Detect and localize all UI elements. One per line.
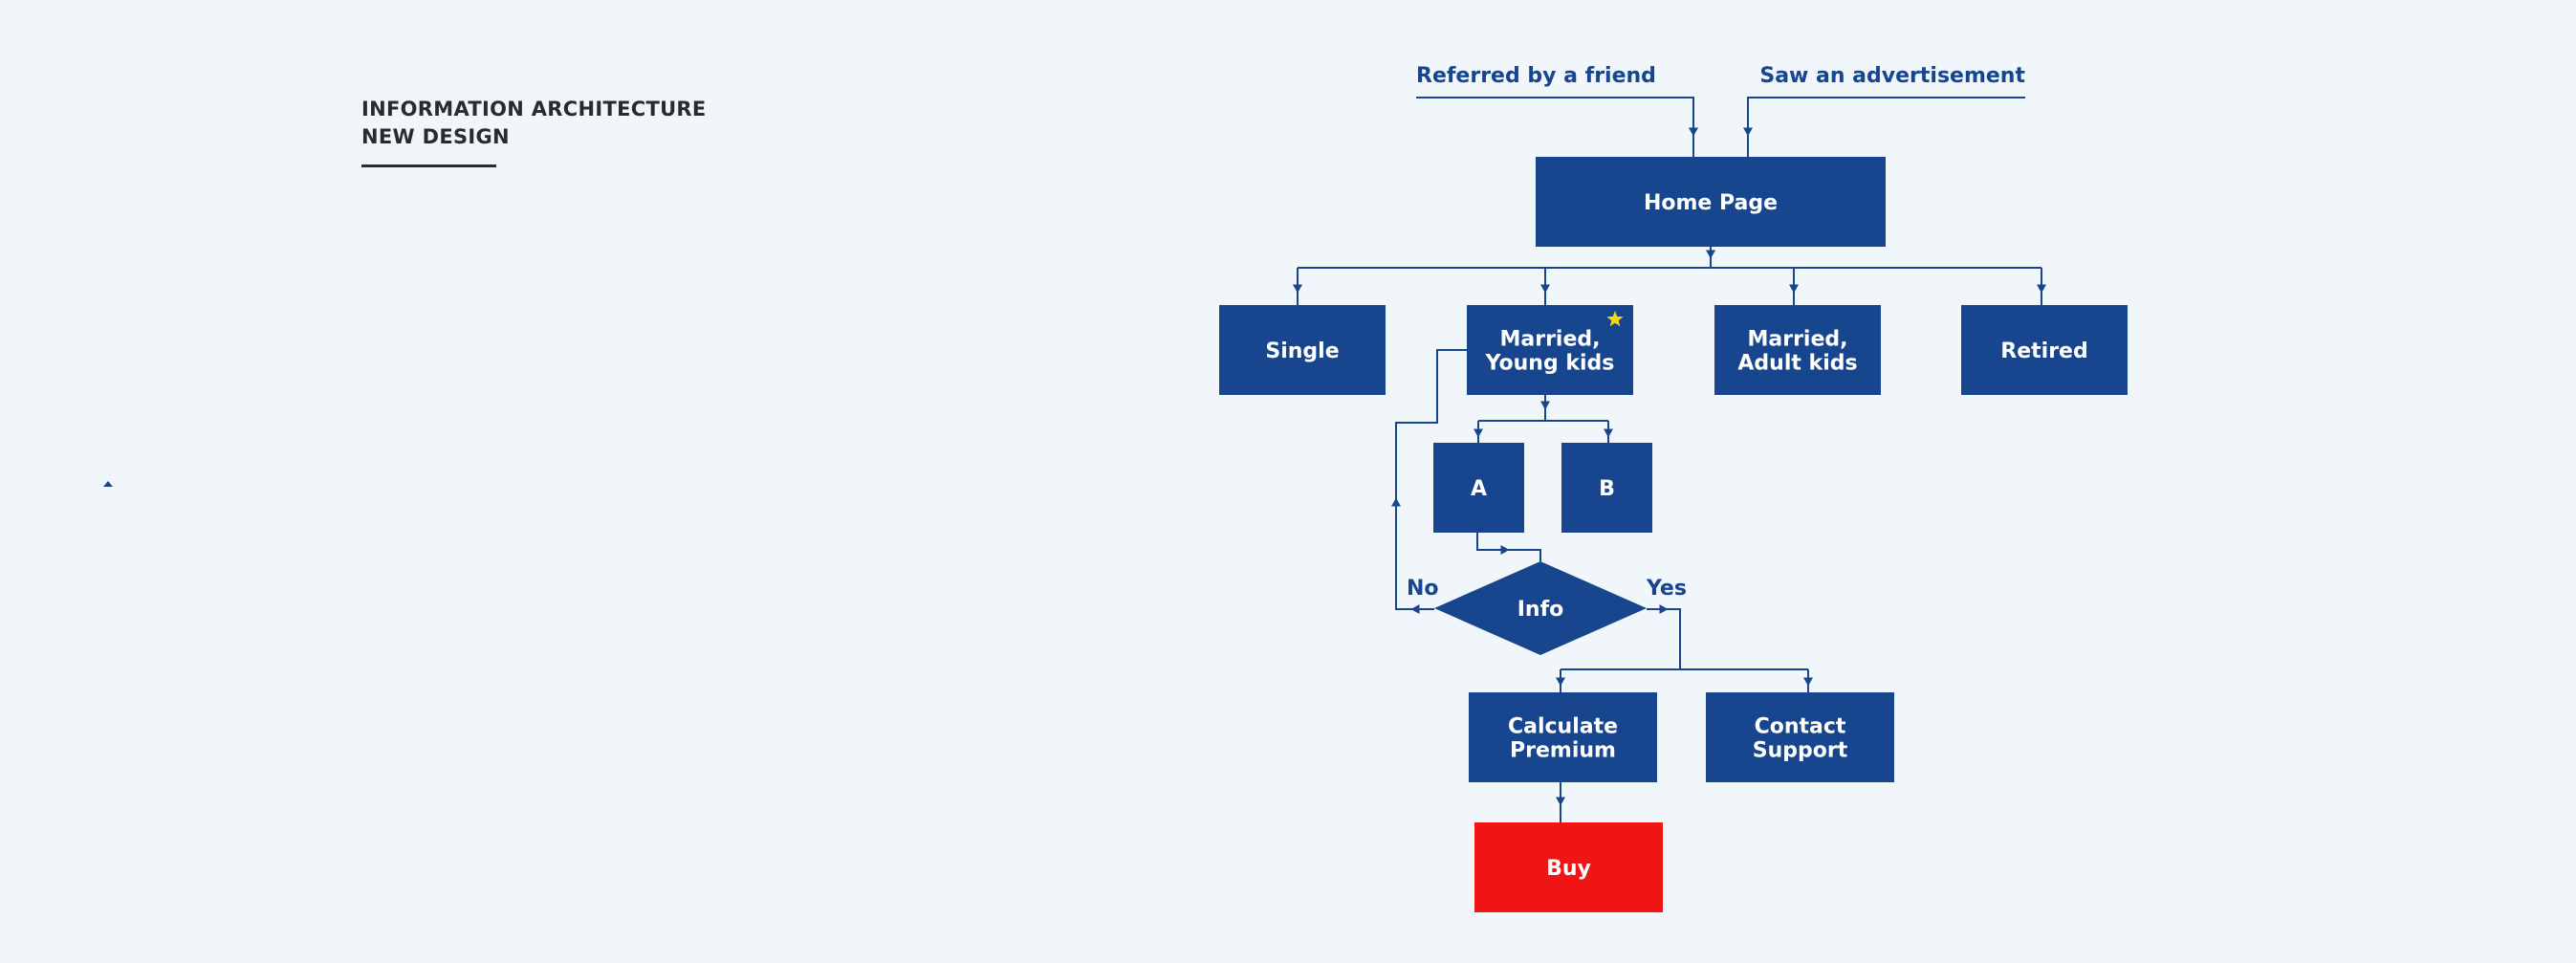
node-shape-married-young	[1467, 305, 1633, 395]
arrowhead-a-info	[1500, 545, 1510, 555]
node-label-single-line-1: Single	[1265, 339, 1339, 363]
scroll-up-button[interactable]	[99, 478, 117, 492]
edge-referred-home	[1416, 97, 1694, 157]
source-label-referred: Referred by a friend	[1416, 64, 1656, 88]
branch-label-yes: Yes	[1646, 577, 1687, 601]
node-label-a-line-1: A	[1471, 477, 1487, 501]
page-title: INFORMATION ARCHITECTURE NEW DESIGN	[361, 96, 707, 151]
node-shape-contact	[1706, 692, 1894, 782]
node-married-young[interactable]: Married,Young kids	[1467, 305, 1633, 395]
node-label-contact-line-2: Support	[1753, 739, 1848, 763]
node-label-married-young-line-1: Married,	[1499, 328, 1600, 352]
node-shape-single	[1219, 305, 1386, 395]
node-label-calc-line-1: Calculate	[1508, 715, 1618, 739]
title-underline	[361, 164, 496, 167]
node-single[interactable]: Single	[1219, 305, 1386, 395]
node-label-married-adult-line-1: Married,	[1747, 328, 1847, 352]
node-b[interactable]: B	[1561, 443, 1652, 533]
source-label-advert: Saw an advertisement	[1759, 64, 2025, 88]
arrowhead-home-married-young	[1540, 284, 1550, 294]
node-label-info-line-1: Info	[1517, 598, 1564, 622]
arrowhead-advert-home	[1743, 127, 1753, 137]
arrowhead-mykids-bus	[1540, 401, 1550, 410]
arrowhead-info-no	[1410, 604, 1420, 614]
arrowhead-info-yes	[1659, 604, 1669, 614]
node-a[interactable]: A	[1433, 443, 1524, 533]
arrowhead-home-married-adult	[1789, 284, 1799, 294]
node-shape-married-adult	[1714, 305, 1881, 395]
node-married-adult[interactable]: Married,Adult kids	[1714, 305, 1881, 395]
edge-info-no	[1395, 349, 1467, 610]
node-home[interactable]: Home Page	[1536, 157, 1886, 247]
node-label-b-line-1: B	[1599, 477, 1615, 501]
arrowhead-home-retired	[2037, 284, 2046, 294]
arrowhead-home-single	[1293, 284, 1302, 294]
node-label-calc-line-2: Premium	[1510, 739, 1616, 763]
node-label-married-young-line-2: Young kids	[1485, 352, 1615, 376]
node-info[interactable]: Info	[1434, 561, 1647, 655]
node-shape-retired	[1961, 305, 2128, 395]
node-shape-b	[1561, 443, 1652, 533]
node-shape-buy	[1474, 822, 1663, 912]
node-label-retired-line-1: Retired	[2000, 339, 2087, 363]
caret-up-icon	[103, 481, 113, 487]
node-buy[interactable]: Buy	[1474, 822, 1663, 912]
arrowhead-info-contact	[1803, 677, 1813, 687]
arrowhead-mykids-b	[1604, 428, 1613, 438]
edge-advert-home	[1747, 97, 2025, 157]
edge-a-info	[1476, 533, 1541, 561]
arrowhead-home-bus	[1706, 250, 1715, 259]
node-shape-info	[1434, 561, 1647, 655]
node-shape-home	[1536, 157, 1886, 247]
node-label-buy-line-1: Buy	[1546, 857, 1591, 881]
star-icon	[1606, 311, 1624, 327]
node-shape-a	[1433, 443, 1524, 533]
node-shape-calc	[1469, 692, 1657, 782]
arrowhead-info-no-up	[1391, 497, 1401, 507]
node-label-home-line-1: Home Page	[1644, 191, 1778, 215]
arrowhead-info-calc	[1556, 677, 1565, 687]
arrowhead-calc-buy	[1556, 797, 1565, 806]
page-title-line-1: INFORMATION ARCHITECTURE	[361, 98, 707, 120]
page-title-line-2: NEW DESIGN	[361, 125, 510, 148]
branch-label-no: No	[1407, 577, 1439, 601]
arrowhead-referred-home	[1689, 127, 1698, 137]
node-label-married-adult-line-2: Adult kids	[1737, 352, 1857, 376]
node-retired[interactable]: Retired	[1961, 305, 2128, 395]
edge-info-yes	[1647, 608, 1681, 669]
arrowhead-mykids-a	[1474, 428, 1483, 438]
node-label-contact-line-1: Contact	[1755, 715, 1846, 739]
